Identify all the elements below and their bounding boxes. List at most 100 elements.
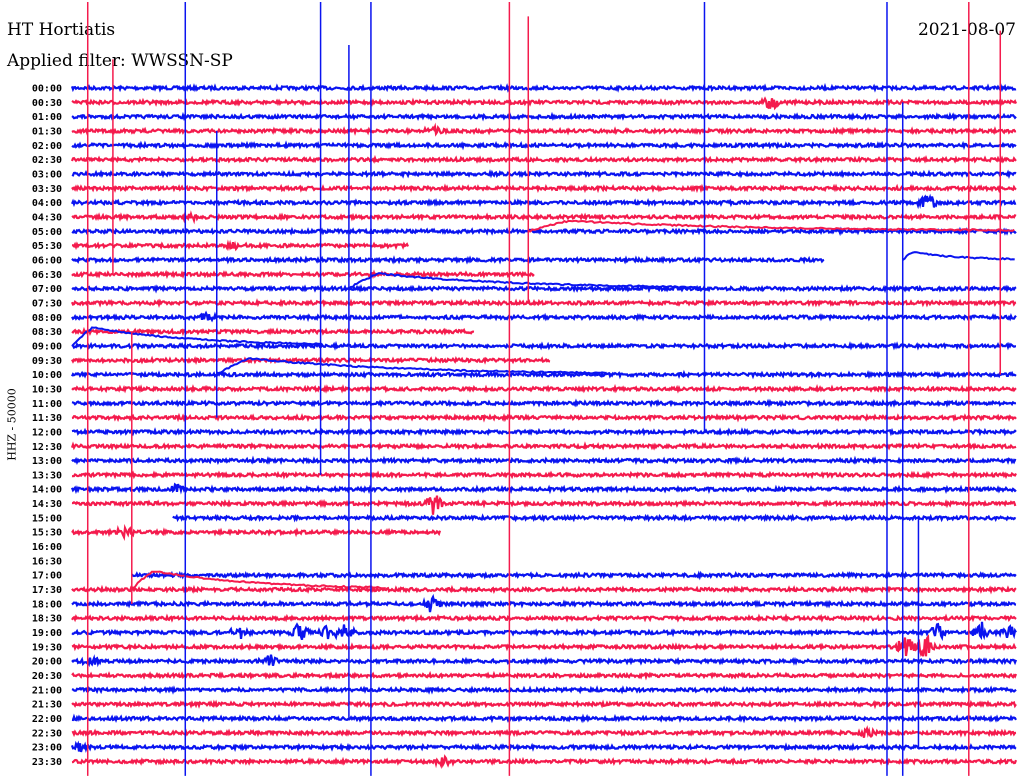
trace-row (71, 670, 1018, 681)
trace-row (71, 183, 1017, 194)
trace-row (70, 298, 1017, 309)
trace-row (71, 495, 1017, 515)
row-time-label: 15:30 (32, 528, 62, 539)
transient-curve (902, 251, 1015, 261)
trace-row (71, 584, 1017, 595)
row-time-label: 02:30 (32, 155, 62, 166)
transient-curve (131, 570, 386, 591)
row-time-label: 16:30 (32, 556, 62, 567)
trace-row (71, 140, 1017, 151)
trace-row (71, 383, 1017, 394)
row-time-label: 03:30 (32, 184, 62, 195)
trace-row (71, 310, 1017, 323)
filter-label: Applied filter: WWSSN-SP (7, 51, 233, 71)
trace-row (71, 470, 1017, 480)
row-time-label: 19:30 (32, 642, 62, 653)
trace-row (71, 613, 1017, 623)
row-time-label: 12:30 (32, 442, 62, 453)
row-time-label: 11:30 (32, 413, 62, 424)
transient-curve (528, 219, 1015, 233)
row-time-label: 23:00 (32, 743, 62, 754)
row-time-label: 17:00 (32, 571, 62, 582)
row-time-label: 23:30 (32, 757, 62, 768)
trace-row (71, 210, 1017, 225)
trace-row (71, 340, 1016, 351)
row-time-label: 18:30 (32, 614, 62, 625)
trace-row (70, 482, 1017, 495)
trace-row (71, 355, 551, 366)
transient-curve (216, 357, 607, 376)
trace-row (71, 685, 1017, 695)
date-label: 2021-08-07 (917, 20, 1016, 40)
transient-curve (71, 326, 323, 347)
trace-row (71, 96, 1018, 111)
trace-row (71, 713, 1017, 724)
row-time-label: 18:00 (32, 599, 62, 610)
trace-row (71, 122, 1017, 137)
trace-row (130, 570, 1017, 581)
row-time-label: 05:30 (32, 241, 62, 252)
row-time-label: 06:00 (32, 255, 62, 266)
row-time-label: 08:00 (32, 313, 62, 324)
row-time-label: 01:00 (32, 112, 62, 123)
transient-curve (348, 272, 702, 290)
row-time-label: 19:00 (32, 628, 62, 639)
trace-row (172, 513, 1017, 523)
trace-row (71, 754, 1018, 770)
row-time-label: 07:30 (32, 298, 62, 309)
row-time-label: 04:30 (32, 212, 62, 223)
row-time-label: 21:30 (32, 700, 62, 711)
trace-row (71, 725, 1017, 738)
row-time-label: 08:30 (32, 327, 62, 338)
row-time-label: 11:00 (32, 399, 62, 410)
trace-row (70, 193, 1017, 210)
row-time-label: 00:30 (32, 98, 62, 109)
row-time-label: 14:00 (32, 485, 62, 496)
row-time-label: 15:00 (32, 513, 62, 524)
trace-row (71, 326, 475, 337)
row-time-label: 05:00 (32, 227, 62, 238)
trace-row (70, 441, 1017, 452)
row-time-label: 20:00 (32, 657, 62, 668)
row-time-label: 09:00 (32, 341, 62, 352)
row-time-label: 22:00 (32, 714, 62, 725)
trace-row (71, 634, 1017, 657)
row-time-label: 17:30 (32, 585, 62, 596)
trace-row (71, 398, 1017, 408)
trace-row (71, 455, 1017, 466)
row-time-label: 13:30 (32, 470, 62, 481)
trace-row (71, 255, 825, 265)
row-time-label: 01:30 (32, 126, 62, 137)
row-time-label: 14:30 (32, 499, 62, 510)
trace-row (71, 427, 1017, 437)
row-time-label: 00:00 (32, 84, 62, 95)
trace-row (71, 412, 1017, 423)
row-time-label: 16:00 (32, 542, 62, 553)
row-time-label: 04:00 (32, 198, 62, 209)
row-time-label: 09:30 (32, 356, 62, 367)
row-time-label: 12:00 (32, 427, 62, 438)
trace-row (70, 154, 1017, 165)
trace-row (70, 82, 1017, 93)
row-time-label: 10:00 (32, 370, 62, 381)
trace-row (71, 699, 1017, 710)
row-time-label: 06:30 (32, 270, 62, 281)
row-time-label: 13:00 (32, 456, 62, 467)
trace-row (71, 523, 442, 541)
row-time-label: 02:00 (32, 141, 62, 152)
row-time-label: 07:00 (32, 284, 62, 295)
trace-row (71, 593, 1017, 613)
trace-row (71, 269, 535, 280)
trace-row (71, 654, 1018, 668)
row-time-label: 03:00 (32, 169, 62, 180)
trace-row (71, 226, 1017, 237)
trace-row (71, 369, 1017, 380)
trace-row (70, 740, 1017, 753)
row-time-label: 21:00 (32, 685, 62, 696)
trace-row (71, 169, 1017, 180)
trace-row (71, 111, 1017, 122)
trace-row (71, 239, 410, 252)
trace-row (71, 621, 1017, 642)
row-time-label: 20:30 (32, 671, 62, 682)
